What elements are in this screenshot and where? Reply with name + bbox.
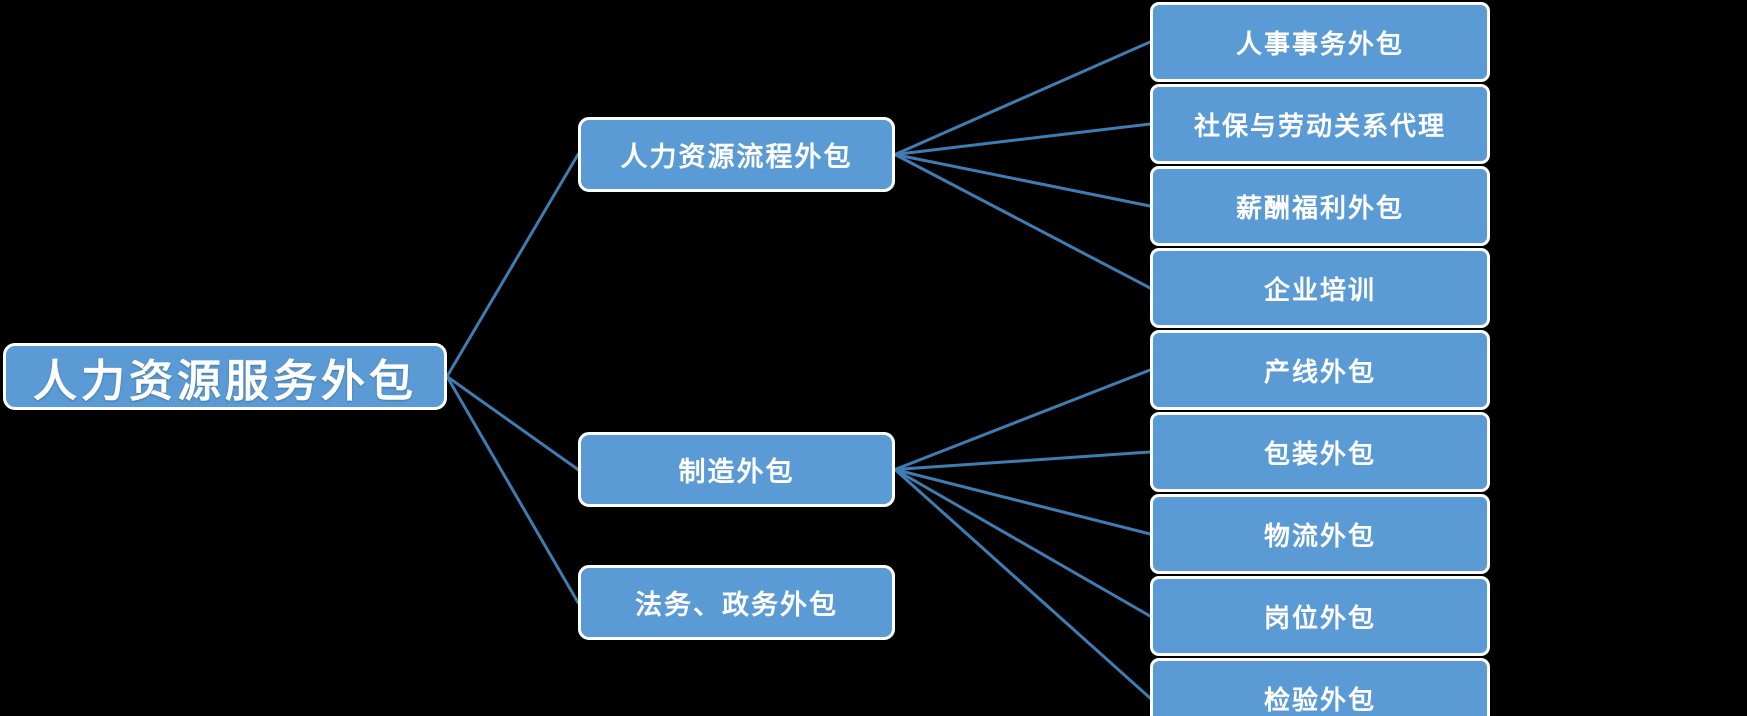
branch-node-1[interactable]: 制造外包 — [578, 432, 895, 507]
leaf-node-0-3[interactable]: 企业培训 — [1150, 248, 1490, 328]
leaf-node-1-2[interactable]: 物流外包 — [1150, 494, 1490, 574]
leaf-node-1-3[interactable]: 岗位外包 — [1150, 576, 1490, 656]
edge-branch-0-to-leaf-2 — [893, 153, 1152, 208]
root-node[interactable]: 人力资源服务外包 — [3, 343, 447, 410]
edge-branch-0-to-leaf-0 — [893, 40, 1152, 156]
leaf-node-1-0[interactable]: 产线外包 — [1150, 330, 1490, 410]
edge-root-to-branch-1 — [445, 375, 580, 471]
branch-node-2[interactable]: 法务、政务外包 — [578, 565, 895, 640]
leaf-node-0-0[interactable]: 人事事务外包 — [1150, 2, 1490, 82]
edge-branch-1-to-leaf-1 — [893, 450, 1152, 471]
edge-branch-1-to-leaf-4 — [893, 468, 1152, 700]
edge-root-to-branch-2 — [445, 375, 580, 604]
edge-root-to-branch-0 — [445, 153, 580, 378]
edge-branch-1-to-leaf-0 — [893, 368, 1152, 471]
leaf-node-1-4[interactable]: 检验外包 — [1150, 658, 1490, 716]
edge-branch-1-to-leaf-3 — [893, 468, 1152, 618]
edge-branch-1-to-leaf-2 — [893, 468, 1152, 536]
leaf-node-0-2[interactable]: 薪酬福利外包 — [1150, 166, 1490, 246]
leaf-node-0-1[interactable]: 社保与劳动关系代理 — [1150, 84, 1490, 164]
edge-branch-0-to-leaf-3 — [893, 153, 1152, 290]
leaf-node-1-1[interactable]: 包装外包 — [1150, 412, 1490, 492]
branch-node-0[interactable]: 人力资源流程外包 — [578, 117, 895, 192]
edge-branch-0-to-leaf-1 — [893, 122, 1152, 156]
